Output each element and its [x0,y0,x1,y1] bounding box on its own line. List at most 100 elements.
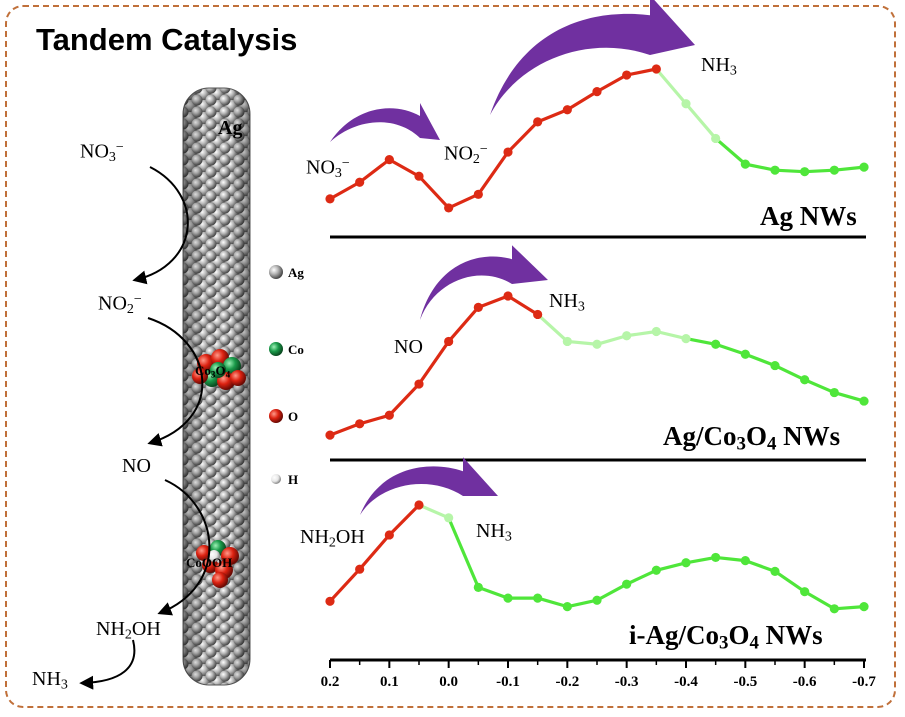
legend-o-label: O [288,409,299,424]
series-segment [388,503,421,537]
series-segment [507,294,539,316]
data-point [414,500,424,510]
data-point [473,582,483,592]
arrow-no3-to-no2 [132,166,189,285]
data-point [711,133,721,144]
cooh-cluster [196,540,239,588]
purple-arrow-p3 [360,457,498,515]
legend-o-sphere [269,409,283,423]
data-point [592,339,602,349]
series-segment [744,559,776,573]
data-point [829,387,839,398]
figure-title: Tandem Catalysis [36,22,298,57]
x-tick-label: -0.6 [792,674,817,690]
p3-annot-nh3: NH3 [476,520,512,545]
series-segment [685,337,716,346]
series-segment [655,67,688,105]
series-segment [684,102,717,140]
data-point [355,177,365,187]
data-point [651,64,661,74]
series-segment [447,306,480,343]
legend-h-label: H [288,472,299,487]
data-point [622,579,632,589]
series-segment [774,570,806,593]
series-segment [685,555,716,565]
data-point [562,602,572,612]
data-point [859,396,869,406]
data-point [414,379,424,389]
series-segment [329,180,361,201]
legend-h-sphere [271,474,281,484]
x-tick-label: -0.4 [674,674,698,690]
rod-top-label: Ag [218,117,243,139]
data-point [444,336,454,347]
p2-annot-nh3: NH3 [549,290,585,315]
series-segment [774,364,806,382]
data-point [473,302,483,312]
p3-annot-nh2oh: NH2OH [300,526,365,551]
series-segment [596,334,628,346]
series-segment [536,313,569,343]
series-segment [715,342,746,356]
series-segment [804,378,835,395]
arrow-no2-to-no [147,317,204,447]
data-point [770,165,780,175]
species-nh2oh: NH2OH [96,618,161,643]
data-point [681,99,691,109]
series-segment [448,192,479,210]
series-segment [715,555,746,563]
series-segment [596,73,628,94]
series-segment [804,168,835,174]
panel-name-ag-co3o4: Ag/Co3O4 NWs [663,421,841,455]
series-segment [567,339,598,346]
data-point [800,587,810,597]
series-segment [506,120,539,154]
data-point [829,604,839,614]
data-point [503,593,513,603]
series-segment [388,382,421,417]
data-point [800,167,810,177]
series-segment [714,137,747,166]
data-point [473,189,483,199]
chart-layer [325,0,869,668]
data-point [740,556,750,566]
species-nh3: NH3 [32,668,68,693]
x-tick-label: -0.3 [614,674,639,690]
series-segment [537,596,568,609]
series-segment [745,162,776,172]
data-point [503,147,513,157]
panel-name-ag: Ag NWs [760,201,857,231]
series-segment [417,340,450,385]
data-point [859,602,869,612]
data-point [444,203,454,213]
series-segment [774,168,805,174]
legend-ag-label: Ag [288,265,304,280]
data-point [829,165,839,175]
purple-arrow-p1-small [330,103,440,142]
series-segment [447,517,480,589]
data-point [859,162,869,172]
series-segment [358,533,391,571]
data-point [622,331,632,341]
data-point [325,596,335,606]
legend-ag-sphere [269,265,283,279]
series-segment [834,165,865,172]
series-segment [834,605,865,611]
series-segment [655,561,687,572]
data-point [325,194,335,204]
species-no3: NO3− [80,140,124,165]
data-point [711,339,721,349]
ag-nanowire [182,87,251,686]
data-point [592,595,602,605]
p1-annot-nh3: NH3 [701,54,737,79]
series-segment [833,391,865,403]
co3o4-cluster [192,349,246,390]
data-point [384,530,394,540]
data-point [384,410,394,420]
series-segment [803,590,836,611]
series-segment [417,175,450,210]
data-point [355,564,365,574]
data-point [562,336,572,347]
data-point [414,171,424,181]
